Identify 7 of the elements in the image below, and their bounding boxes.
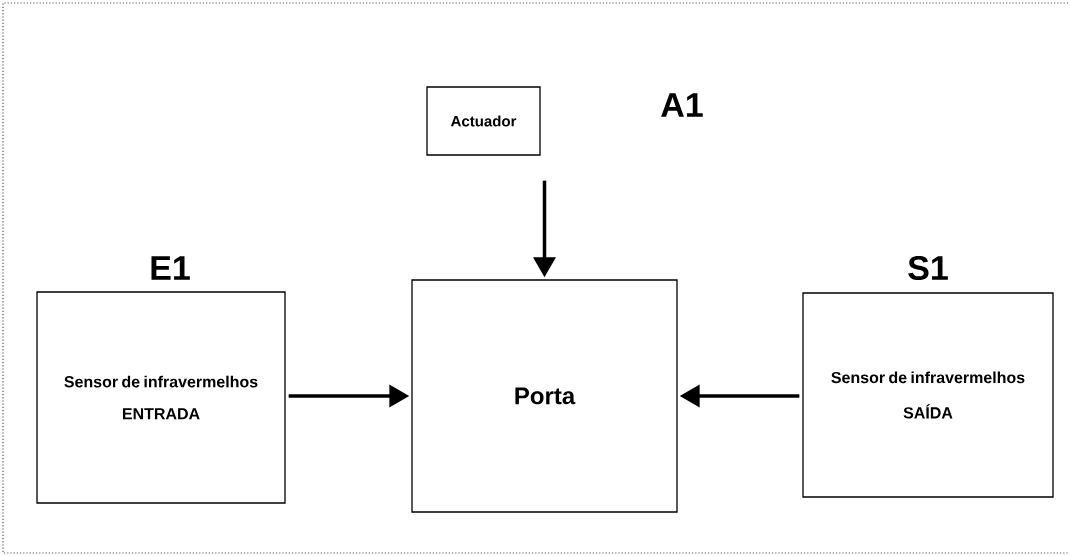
block-heading: A1 bbox=[661, 93, 703, 117]
block-heading: S1 bbox=[908, 255, 948, 281]
block-box: Sensor de infravermelhos SAÍDA bbox=[802, 292, 1054, 498]
block-box: Porta bbox=[411, 279, 678, 513]
block-box: Actuador bbox=[426, 86, 541, 156]
block-box: Sensor de infravermelhos ENTRADA bbox=[36, 291, 286, 504]
block-heading: E1 bbox=[151, 256, 190, 280]
